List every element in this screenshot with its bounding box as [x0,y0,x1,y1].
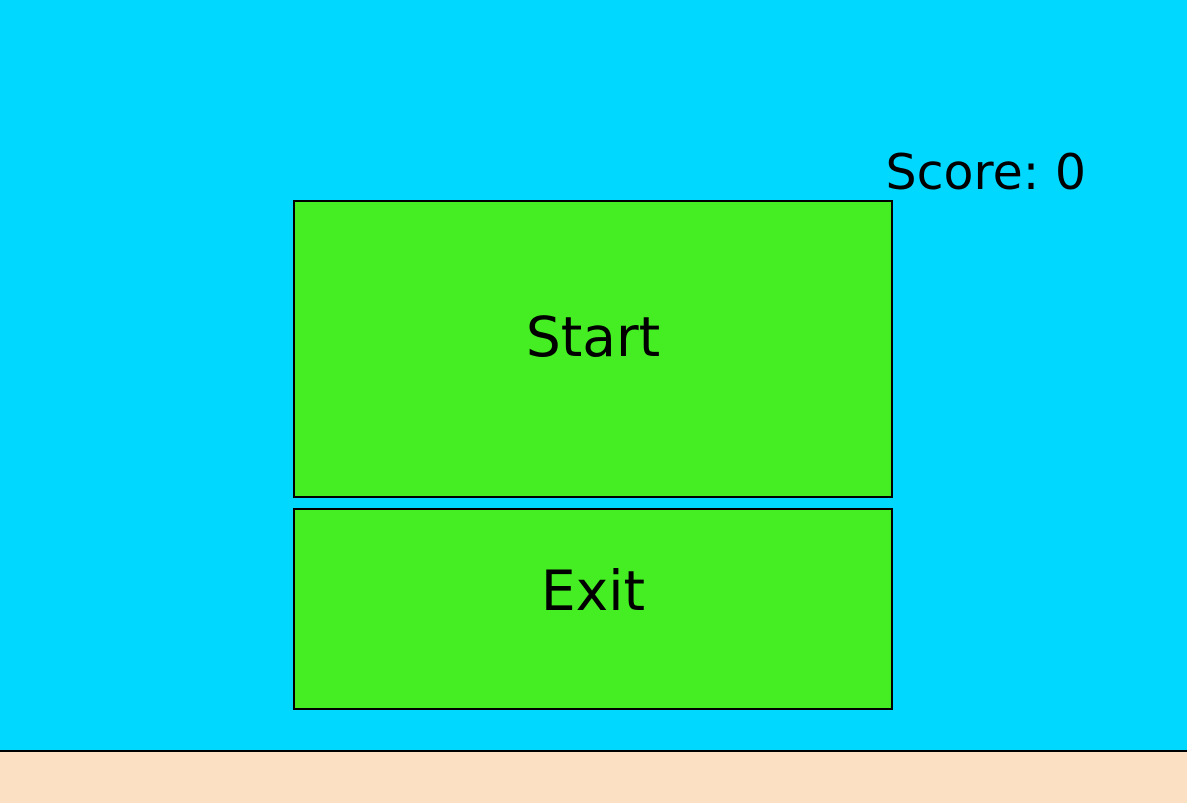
bottom-status-bar [0,750,1187,803]
exit-button-label: Exit [540,559,646,623]
exit-button[interactable]: Exit [293,508,893,710]
start-button-label: Start [525,305,661,369]
score-display: Score: 0 [885,144,1087,201]
start-button[interactable]: Start [293,200,893,498]
